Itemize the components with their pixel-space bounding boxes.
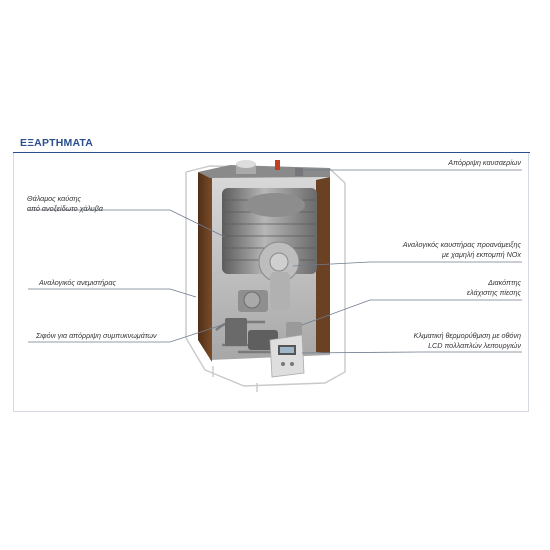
label-line: Διακόπτης — [488, 278, 521, 287]
label-modulating-burner: Αναλογικός καυστήρας προανάμειξης με χαμ… — [403, 240, 521, 260]
label-line: Αναλογικός καυστήρας προανάμειξης — [402, 240, 521, 249]
page-title: ΕΞΑΡΤΗΜΑΤΑ — [20, 137, 94, 149]
fan — [238, 290, 268, 312]
label-line: Θάλαμος καύσης — [27, 194, 82, 203]
label-line: Αναλογικός ανεμιστήρας — [39, 278, 116, 287]
flue-outlet — [236, 160, 303, 176]
label-combustion-chamber: Θάλαμος καύσης από ανοξείδωτο χάλυβα — [27, 194, 103, 214]
control-panel — [269, 334, 305, 378]
label-pressure-switch: Διακόπτης ελάχιστης πίεσης — [467, 278, 521, 298]
wood-panel — [198, 172, 212, 362]
label-line: Απόρριψη καυσαερίων — [448, 158, 521, 167]
label-condensate-siphon: Σιφόνι για απόρριψη συμπυκνωμάτων — [36, 331, 157, 341]
leader-lines — [28, 169, 522, 354]
label-line: Σιφόνι για απόρριψη συμπυκνωμάτων — [36, 331, 157, 340]
siphon — [225, 318, 247, 346]
label-line: με χαμηλή εκπομπή NOx — [441, 250, 521, 259]
wood-panel-right — [316, 177, 330, 353]
label-flue-outlet: Απόρριψη καυσαερίων — [448, 158, 521, 168]
label-line: LCD πολλαπλών λειτουργιών — [428, 341, 521, 350]
label-line: Κλιματική θερμορύθμιση με οθόνη — [413, 331, 521, 340]
label-line: από ανοξείδωτο χάλυβα — [27, 204, 103, 213]
label-modulating-fan: Αναλογικός ανεμιστήρας — [39, 278, 116, 288]
cabinet-top — [198, 165, 330, 178]
label-line: ελάχιστης πίεσης — [466, 288, 521, 297]
title-rule — [13, 152, 530, 153]
burner — [258, 241, 300, 310]
diagram-frame — [13, 153, 529, 412]
label-climatic-control: Κλιματική θερμορύθμιση με οθόνη LCD πολλ… — [414, 331, 521, 351]
